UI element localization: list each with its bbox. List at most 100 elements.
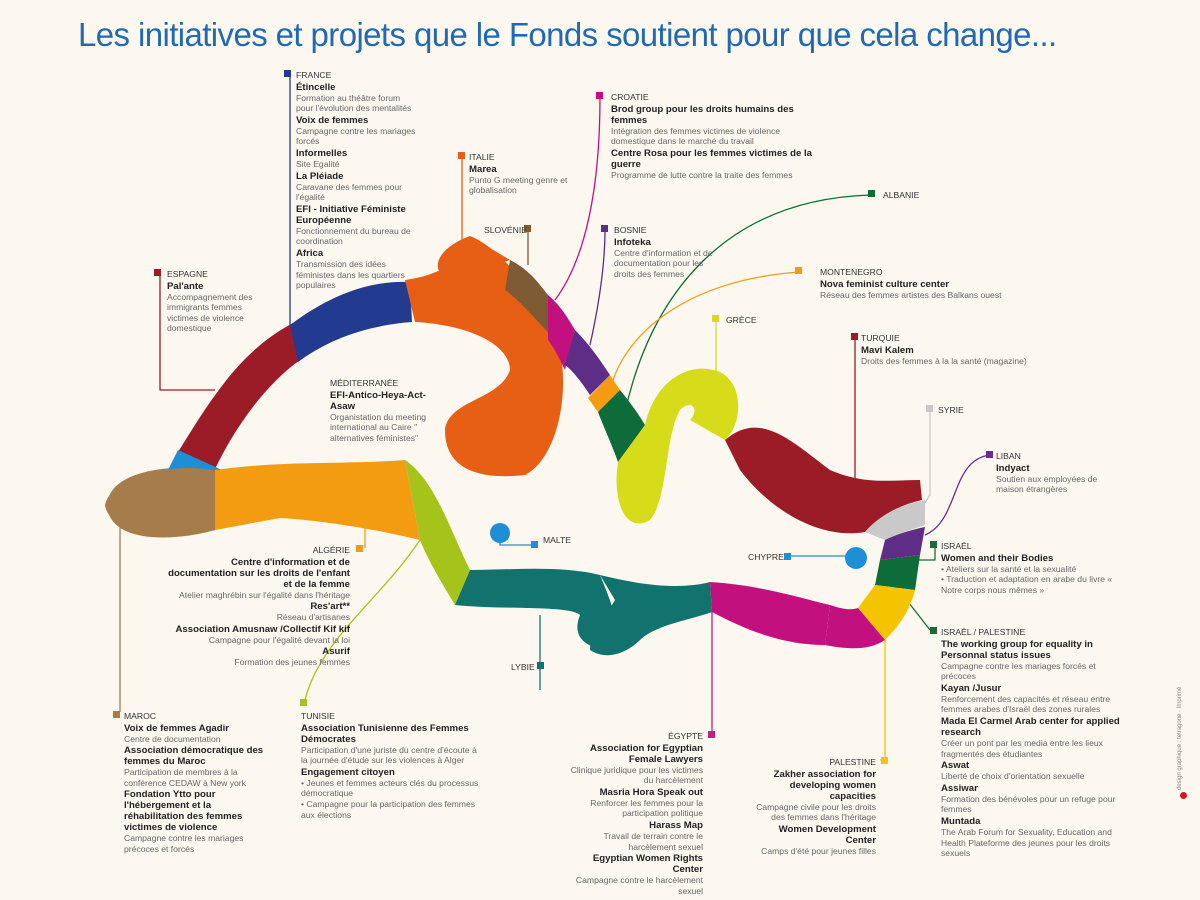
project-name: Women Development Center xyxy=(778,823,876,846)
project-desc: Droits des femmes à la la santé (magazin… xyxy=(861,355,1027,366)
project-desc: Participation de membres à la conférence… xyxy=(124,767,246,788)
ribbon-palestine-yellow xyxy=(858,585,915,640)
side-credit: design graphique : tetragone · Imprimé xyxy=(1177,686,1183,790)
project-desc: Renforcement des capacités et réseau ent… xyxy=(941,693,1111,715)
annotation-albanie: ALBANIE xyxy=(883,190,919,202)
country-label: BOSNIE xyxy=(614,225,647,235)
ribbon-egypte xyxy=(710,582,830,645)
marker-israel-palestine xyxy=(930,627,937,634)
ribbon-turquie xyxy=(725,427,922,534)
annotation-lybie: LYBIE xyxy=(511,662,535,674)
country-label: LIBAN xyxy=(996,451,1021,461)
country-label: CROATIE xyxy=(611,92,649,102)
project-desc: Centre de documentation xyxy=(124,733,221,744)
project-name: Association Amusnaw /Collectif Kif kif xyxy=(175,623,351,635)
marker-syrie xyxy=(926,405,933,412)
project-desc: Punto G meeting genre et globalisation xyxy=(469,174,568,196)
connector-liban xyxy=(924,454,991,536)
project-name: Pal'ante xyxy=(167,280,204,292)
annotation-grece: GRÈCE xyxy=(726,315,757,327)
annotation-france: FRANCE Étincelle Formation au théâtre fo… xyxy=(296,70,416,291)
project-name: EFI - Initiative Féministe Européenne xyxy=(296,203,406,226)
ribbon-algerie xyxy=(215,460,420,540)
ribbon-montenegro xyxy=(588,375,620,412)
project-desc: Organistation du meeting international a… xyxy=(330,411,427,443)
marker-italie xyxy=(458,152,465,159)
project-desc: Liberté de choix d'orientation sexuelle xyxy=(941,771,1085,782)
project-name: Infoteka xyxy=(614,236,651,248)
annotation-croatie: CROATIE Brod group pour les droits humai… xyxy=(611,92,821,180)
project-name: Voix de femmes xyxy=(296,114,369,126)
project-name: Voix de femmes Agadir xyxy=(124,722,230,734)
ribbon-liban xyxy=(880,527,925,560)
country-label: SLOVÉNIE xyxy=(484,225,527,235)
project-name: Masria Hora Speak out xyxy=(599,786,703,798)
project-name: Kayan /Jusur xyxy=(941,682,1002,694)
annotation-israel: ISRAËL Women and their Bodies • Ateliers… xyxy=(941,541,1121,595)
project-desc: Formation des bénévoles pour un refuge p… xyxy=(941,793,1116,815)
marker-grece xyxy=(712,315,719,322)
annotation-israel-palestine: ISRAËL / PALESTINE The working group for… xyxy=(941,627,1121,859)
project-desc: Créer un pont par les media entre les li… xyxy=(941,737,1103,759)
ribbon-lybie xyxy=(455,568,617,650)
project-name: Mada El Carmel Arab center for applied r… xyxy=(941,715,1120,738)
marker-bosnie xyxy=(601,225,608,232)
project-desc: Campagne contre les mariages précoces et… xyxy=(124,833,244,854)
ribbon-tunisie xyxy=(405,460,470,605)
project-desc: Site Egalité xyxy=(296,158,340,169)
project-name: Res'art** xyxy=(310,601,350,613)
annotation-liban: LIBAN Indyact Soutien aux employées de m… xyxy=(996,451,1106,495)
project-name: Asurif xyxy=(322,646,350,658)
project-name: Fondation Ytto pour l'hébergement et la … xyxy=(124,789,243,834)
project-name: EFI-Antico-Heya-Act-Asaw xyxy=(330,389,426,412)
country-label: ESPAGNE xyxy=(167,269,208,279)
annotation-montenegro: MONTENEGRO Nova feminist culture center … xyxy=(820,267,1010,300)
project-desc: Réseau d'artisanes xyxy=(276,612,350,623)
ribbon-italie-head xyxy=(437,236,510,277)
project-name: Indyact xyxy=(996,462,1030,474)
project-desc: Intégration des femmes victimes de viole… xyxy=(611,125,781,147)
ribbon-egypte-tail xyxy=(825,605,885,649)
annotation-bosnie: BOSNIE Infoteka Centre d'information et … xyxy=(614,225,714,279)
marker-israel xyxy=(930,541,937,548)
annotation-egypte: ÉGYPTE Association for Egyptian Female L… xyxy=(561,731,703,896)
connector-montenegro xyxy=(609,271,801,393)
project-name: Nova feminist culture center xyxy=(820,278,950,290)
project-desc: Caravane des femmes pour l'égalité xyxy=(296,181,403,203)
country-label: MONTENEGRO xyxy=(820,267,883,277)
country-label: ALGÉRIE xyxy=(312,545,350,555)
country-label: MALTE xyxy=(543,535,572,545)
annotation-palestine: PALESTINE Zakher association for develop… xyxy=(748,757,876,856)
country-label: TURQUIE xyxy=(861,333,900,343)
marker-montenegro xyxy=(795,267,802,274)
project-desc: Participation d'une juriste du centre d'… xyxy=(301,744,477,766)
project-name: Informelles xyxy=(296,147,348,159)
project-name: Association Tunisienne des Femmes Démocr… xyxy=(301,722,469,745)
marker-france xyxy=(284,70,291,77)
annotation-algerie: ALGÉRIE Centre d'information et de docum… xyxy=(168,545,350,668)
project-desc: Campagne contre le harcèlement sexuel xyxy=(575,875,703,896)
annotation-malte: MALTE xyxy=(543,535,571,547)
ribbon-france xyxy=(290,281,412,362)
marker-turquie xyxy=(851,333,858,340)
ribbon-syrie xyxy=(865,500,925,540)
ribbon-israel xyxy=(875,555,920,590)
country-label: ÉGYPTE xyxy=(668,731,703,741)
connector-albanie xyxy=(624,194,871,413)
marker-lybie xyxy=(537,662,544,669)
project-desc: Accompagnement des immigrants femmes vic… xyxy=(167,291,253,334)
project-name: Assiwar xyxy=(941,782,978,794)
ribbon-slovenie xyxy=(505,260,555,340)
project-name: Mavi Kalem xyxy=(861,344,914,356)
project-desc: Camps d'été pour jeunes filles xyxy=(761,845,876,856)
marker-slovenie xyxy=(524,225,531,232)
marker-liban xyxy=(986,451,993,458)
country-label: ITALIE xyxy=(469,152,495,162)
connector-croatie xyxy=(554,96,601,301)
ribbon-croatie xyxy=(548,295,575,370)
project-desc: Formation des jeunes femmes xyxy=(234,657,350,668)
marker-chypre xyxy=(784,553,791,560)
country-label: ISRAËL xyxy=(941,541,972,551)
malte-island xyxy=(490,523,510,543)
project-desc: Renforcer les femmes pour la participati… xyxy=(590,797,703,819)
